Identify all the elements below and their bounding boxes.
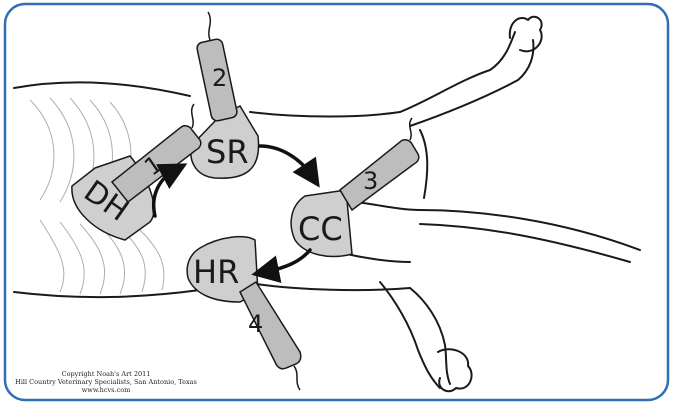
copyright-line-2: Hill Country Veterinary Specialists, San… bbox=[15, 378, 197, 386]
copyright-line-1: Copyright Noah's Art 2011 bbox=[62, 370, 151, 378]
zone-label-hr: HR bbox=[193, 253, 239, 291]
zone-label-sr: SR bbox=[206, 133, 249, 171]
zone-cc: CC bbox=[291, 190, 352, 256]
probe-number-3: 3 bbox=[363, 167, 378, 195]
probe-number-4: 4 bbox=[248, 310, 263, 338]
zone-label-cc: CC bbox=[298, 210, 343, 248]
probe-number-2: 2 bbox=[212, 64, 227, 92]
copyright-line-3: www.hcvs.com bbox=[82, 386, 131, 394]
